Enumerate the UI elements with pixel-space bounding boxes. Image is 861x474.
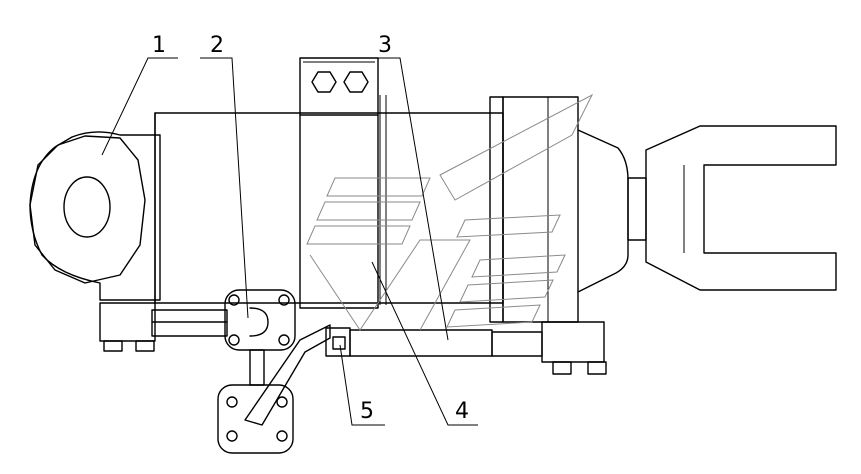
callout-2: 2 xyxy=(210,33,224,58)
hex-nut-icon xyxy=(311,71,337,93)
hex-nut-icon xyxy=(343,71,369,93)
cylinder-head xyxy=(489,96,647,323)
leader-lines xyxy=(101,57,478,426)
lower-pipe xyxy=(325,321,607,375)
callout-4: 4 xyxy=(455,399,469,424)
mounting-plate xyxy=(299,57,387,309)
eye-lug xyxy=(29,131,161,301)
callout-1: 1 xyxy=(152,33,166,58)
callout-5: 5 xyxy=(360,399,374,424)
pipe-assembly xyxy=(99,289,331,454)
clevis-fork xyxy=(645,125,837,291)
watermark-logo xyxy=(306,93,594,331)
callout-3: 3 xyxy=(378,33,392,58)
